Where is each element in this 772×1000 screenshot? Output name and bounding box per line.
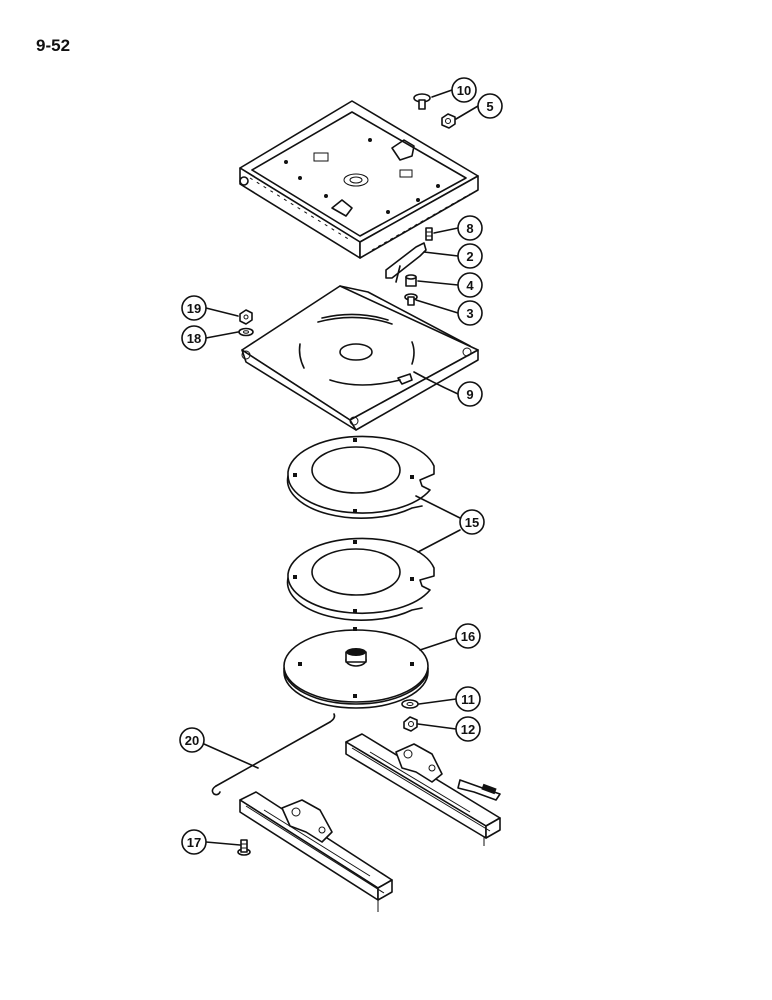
svg-text:3: 3 bbox=[466, 306, 473, 321]
leader-18 bbox=[205, 331, 239, 339]
leader-9 bbox=[413, 371, 459, 395]
svg-text:20: 20 bbox=[185, 733, 199, 748]
base-nut bbox=[403, 716, 418, 732]
svg-text:17: 17 bbox=[187, 835, 201, 850]
svg-text:18: 18 bbox=[187, 331, 201, 346]
svg-text:8: 8 bbox=[466, 221, 473, 236]
callout-5: 5 bbox=[477, 93, 503, 119]
svg-text:4: 4 bbox=[466, 278, 474, 293]
leader-5 bbox=[455, 105, 479, 120]
svg-text:10: 10 bbox=[457, 83, 471, 98]
callout-19: 19 bbox=[181, 295, 207, 321]
base-washer bbox=[401, 699, 419, 709]
carriage-bolt bbox=[413, 93, 431, 110]
leader-16 bbox=[419, 637, 457, 651]
leader-2 bbox=[423, 251, 459, 257]
rail-bolt bbox=[237, 839, 251, 856]
hex-nut bbox=[441, 113, 456, 129]
callout-4: 4 bbox=[457, 272, 483, 298]
leader-19 bbox=[205, 307, 239, 317]
shoulder-bolt bbox=[404, 293, 418, 306]
callout-20: 20 bbox=[179, 727, 205, 753]
leader-20 bbox=[203, 743, 259, 769]
leader-12 bbox=[417, 723, 457, 730]
leader-3 bbox=[415, 299, 459, 314]
seat-frame-pan bbox=[239, 100, 479, 259]
svg-text:9: 9 bbox=[466, 387, 473, 402]
callout-2: 2 bbox=[457, 243, 483, 269]
flat-washer bbox=[238, 327, 254, 337]
svg-text:12: 12 bbox=[461, 722, 475, 737]
callout-12: 12 bbox=[455, 716, 481, 742]
callout-8: 8 bbox=[457, 215, 483, 241]
svg-text:15: 15 bbox=[465, 515, 479, 530]
release-lever bbox=[385, 242, 427, 283]
swivel-ring-lower bbox=[286, 537, 435, 622]
leader-10 bbox=[431, 89, 453, 98]
leader-15-lower bbox=[417, 529, 461, 553]
bushing bbox=[405, 274, 417, 287]
svg-text:19: 19 bbox=[187, 301, 201, 316]
callout-10: 10 bbox=[451, 77, 477, 103]
leader-8 bbox=[433, 227, 459, 234]
callout-17: 17 bbox=[181, 829, 207, 855]
swivel-ring-upper bbox=[286, 435, 435, 520]
svg-text:16: 16 bbox=[461, 629, 475, 644]
swivel-upper-plate bbox=[241, 285, 479, 431]
callout-18: 18 bbox=[181, 325, 207, 351]
connecting-rod bbox=[211, 713, 336, 796]
svg-text:5: 5 bbox=[486, 99, 493, 114]
callout-3: 3 bbox=[457, 300, 483, 326]
slide-rail-left bbox=[239, 791, 393, 912]
lock-nut bbox=[239, 309, 253, 325]
spring-pin bbox=[425, 227, 433, 241]
svg-text:11: 11 bbox=[461, 692, 475, 707]
swivel-base-plate bbox=[283, 627, 429, 709]
leader-15-upper bbox=[415, 495, 461, 519]
slide-rail-right bbox=[345, 733, 501, 846]
callout-9: 9 bbox=[457, 381, 483, 407]
svg-text:2: 2 bbox=[466, 249, 473, 264]
leader-4 bbox=[417, 280, 459, 286]
leader-11 bbox=[418, 698, 457, 705]
callout-15: 15 bbox=[459, 509, 485, 535]
page-number: 9-52 bbox=[36, 36, 71, 55]
callout-11: 11 bbox=[455, 686, 481, 712]
callout-16: 16 bbox=[455, 623, 481, 649]
leader-17 bbox=[205, 841, 241, 846]
